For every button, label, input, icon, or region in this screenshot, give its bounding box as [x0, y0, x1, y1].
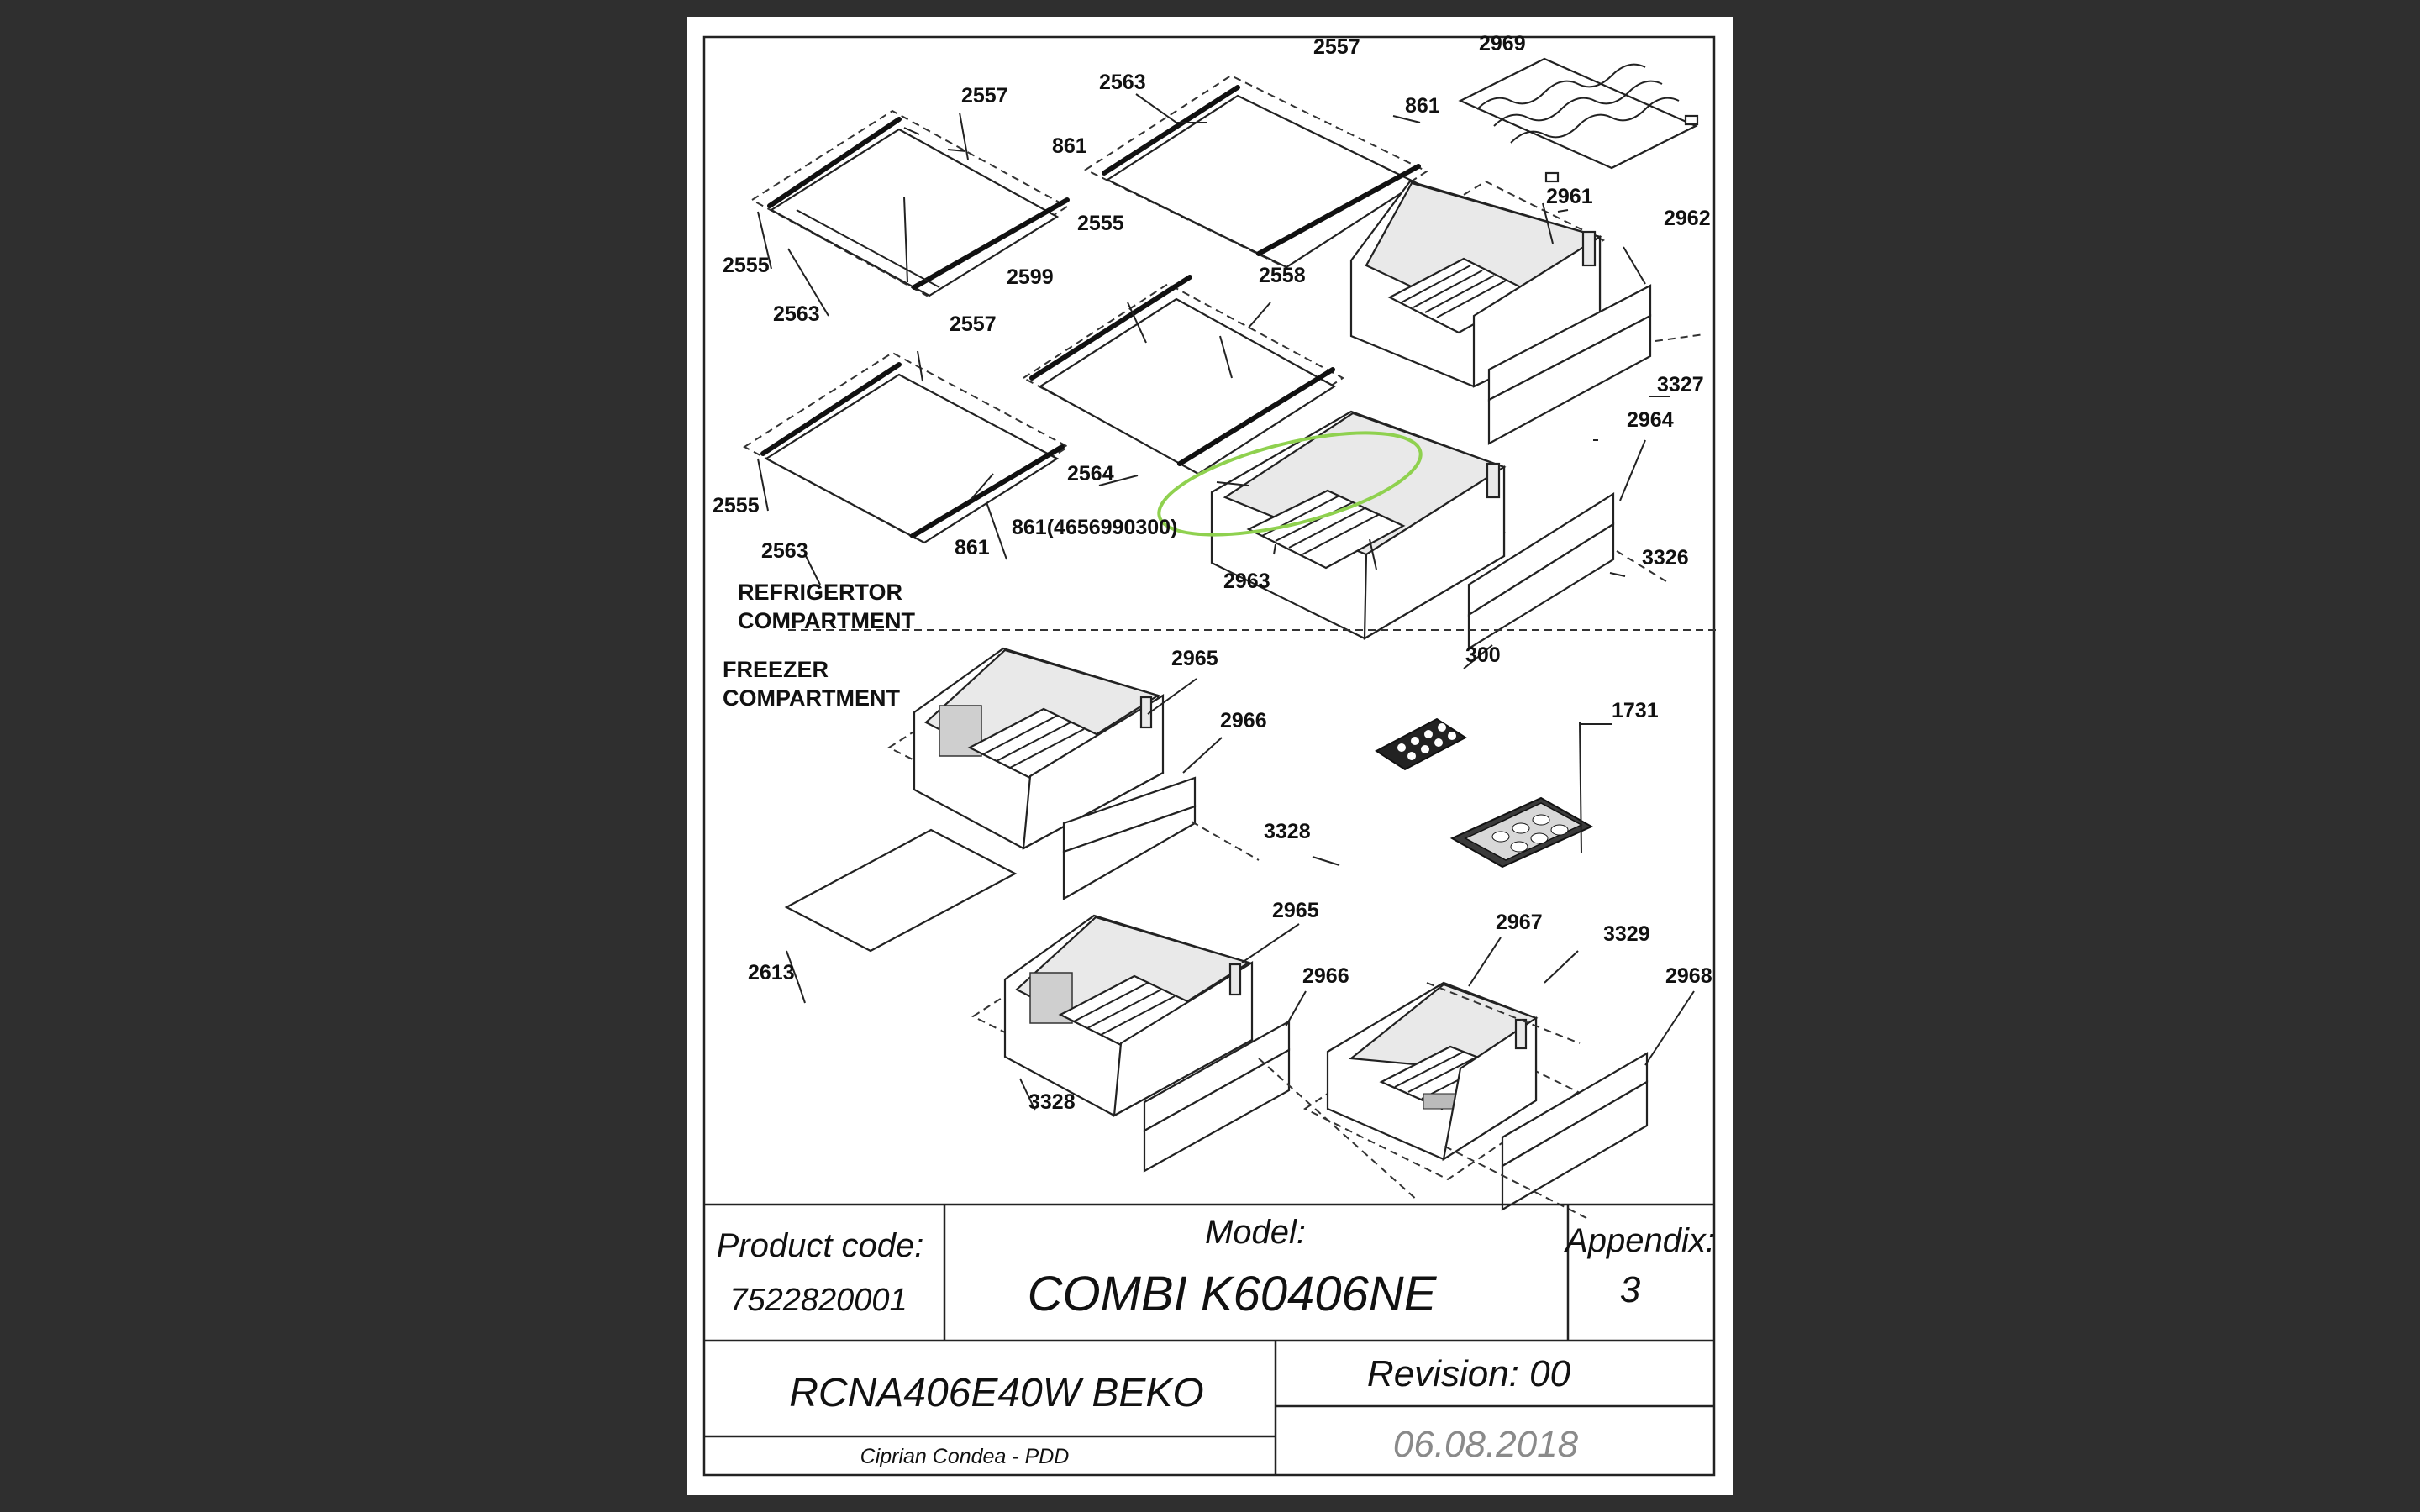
- part-label: 2564: [1067, 462, 1114, 486]
- freezer-glass-shelf: [784, 828, 1018, 953]
- sheet-frame: [702, 35, 1716, 1477]
- part-label: 2968: [1665, 964, 1712, 988]
- part-label: 2965: [1272, 899, 1319, 922]
- appendix-label: Appendix:: [1564, 1222, 1715, 1259]
- part-label: 3326: [1642, 546, 1689, 570]
- ice-tray: [1375, 717, 1467, 771]
- part-label: 2613: [748, 961, 795, 984]
- wine-rack: [1458, 57, 1699, 183]
- author: Ciprian Condea - PDD: [860, 1445, 1070, 1468]
- exploded-parts-diagram: 2557 2563 2557 2969 861 861 2555 2555 25…: [702, 32, 1721, 1477]
- part-label: 2563: [1099, 71, 1146, 94]
- freezer-front-upper: [1062, 776, 1260, 900]
- part-label: 2557: [950, 312, 997, 336]
- shelf-middle-center: [1022, 275, 1344, 475]
- part-label: 2555: [1077, 212, 1124, 235]
- part-label: 2967: [1496, 911, 1543, 934]
- title-block: Product code: 7522820001 Model: COMBI K6…: [704, 1203, 1715, 1475]
- part-label: 861(4656990300): [1012, 516, 1177, 539]
- freezer-drawer-upper: [886, 647, 1165, 850]
- part-label: 2966: [1220, 709, 1267, 732]
- shelf-top-left: [750, 109, 1070, 297]
- ice-cube-tray-holder: [1449, 796, 1594, 869]
- part-label: 861: [955, 536, 990, 559]
- freezer-section-title-line2: COMPARTMENT: [723, 685, 900, 711]
- product-code-label: Product code:: [717, 1227, 924, 1264]
- product-name: RCNA406E40W BEKO: [789, 1371, 1204, 1415]
- part-label: 1731: [1612, 699, 1659, 722]
- model-name: COMBI K60406NE: [1028, 1267, 1438, 1321]
- part-label: 861: [1405, 94, 1440, 118]
- shelf-middle-left: [743, 351, 1070, 544]
- part-label: 3329: [1603, 922, 1650, 946]
- freezer-front-middle: [1143, 1020, 1291, 1173]
- part-label: 2969: [1479, 32, 1526, 55]
- part-label: 3328: [1028, 1090, 1076, 1114]
- part-label: 3327: [1657, 373, 1704, 396]
- crisper-drawer-lower: [1210, 410, 1507, 640]
- revision: Revision: 00: [1367, 1353, 1571, 1394]
- part-label: 2966: [1302, 964, 1349, 988]
- crisper-drawer-upper: [1349, 180, 1606, 388]
- part-label: 2563: [773, 302, 820, 326]
- crisper-front-lower: [1467, 492, 1670, 650]
- part-label: 2557: [1313, 35, 1360, 59]
- appendix-number: 3: [1620, 1269, 1641, 1310]
- part-labels: 2557 2563 2557 2969 861 861 2555 2555 25…: [713, 32, 1712, 1114]
- freezer-front-lower: [1501, 1052, 1649, 1211]
- freezer-drawer-middle: [971, 914, 1254, 1117]
- part-label: 3328: [1264, 820, 1311, 843]
- part-label: 2599: [1007, 265, 1054, 289]
- part-label: 2963: [1223, 570, 1270, 593]
- part-label: 300: [1465, 643, 1501, 667]
- part-label: 2965: [1171, 647, 1218, 670]
- part-label: 2555: [723, 254, 770, 277]
- part-label: 2962: [1664, 207, 1711, 230]
- freezer-section-title-line1: FREEZER: [723, 657, 829, 682]
- refrigerator-section-title-line1: REFRIGERTOR: [738, 580, 902, 605]
- model-label: Model:: [1205, 1214, 1306, 1251]
- drawing-sheet: 2557 2563 2557 2969 861 861 2555 2555 25…: [687, 17, 1733, 1495]
- part-label: 2557: [961, 84, 1008, 108]
- crisper-front-upper: [1487, 284, 1705, 445]
- product-code: 7522820001: [729, 1283, 907, 1318]
- freezer-drawer-lower: [1303, 981, 1580, 1181]
- refrigerator-section-title-line2: COMPARTMENT: [738, 608, 915, 633]
- part-label: 861: [1052, 134, 1087, 158]
- part-label: 2961: [1546, 185, 1593, 208]
- part-label: 2555: [713, 494, 760, 517]
- leader-lines: [757, 93, 1695, 1111]
- revision-date: 06.08.2018: [1393, 1424, 1579, 1465]
- part-label: 2558: [1259, 264, 1306, 287]
- highlight-ellipse: [1157, 431, 1423, 537]
- part-label: 2964: [1627, 408, 1674, 432]
- part-label: 2563: [761, 539, 808, 563]
